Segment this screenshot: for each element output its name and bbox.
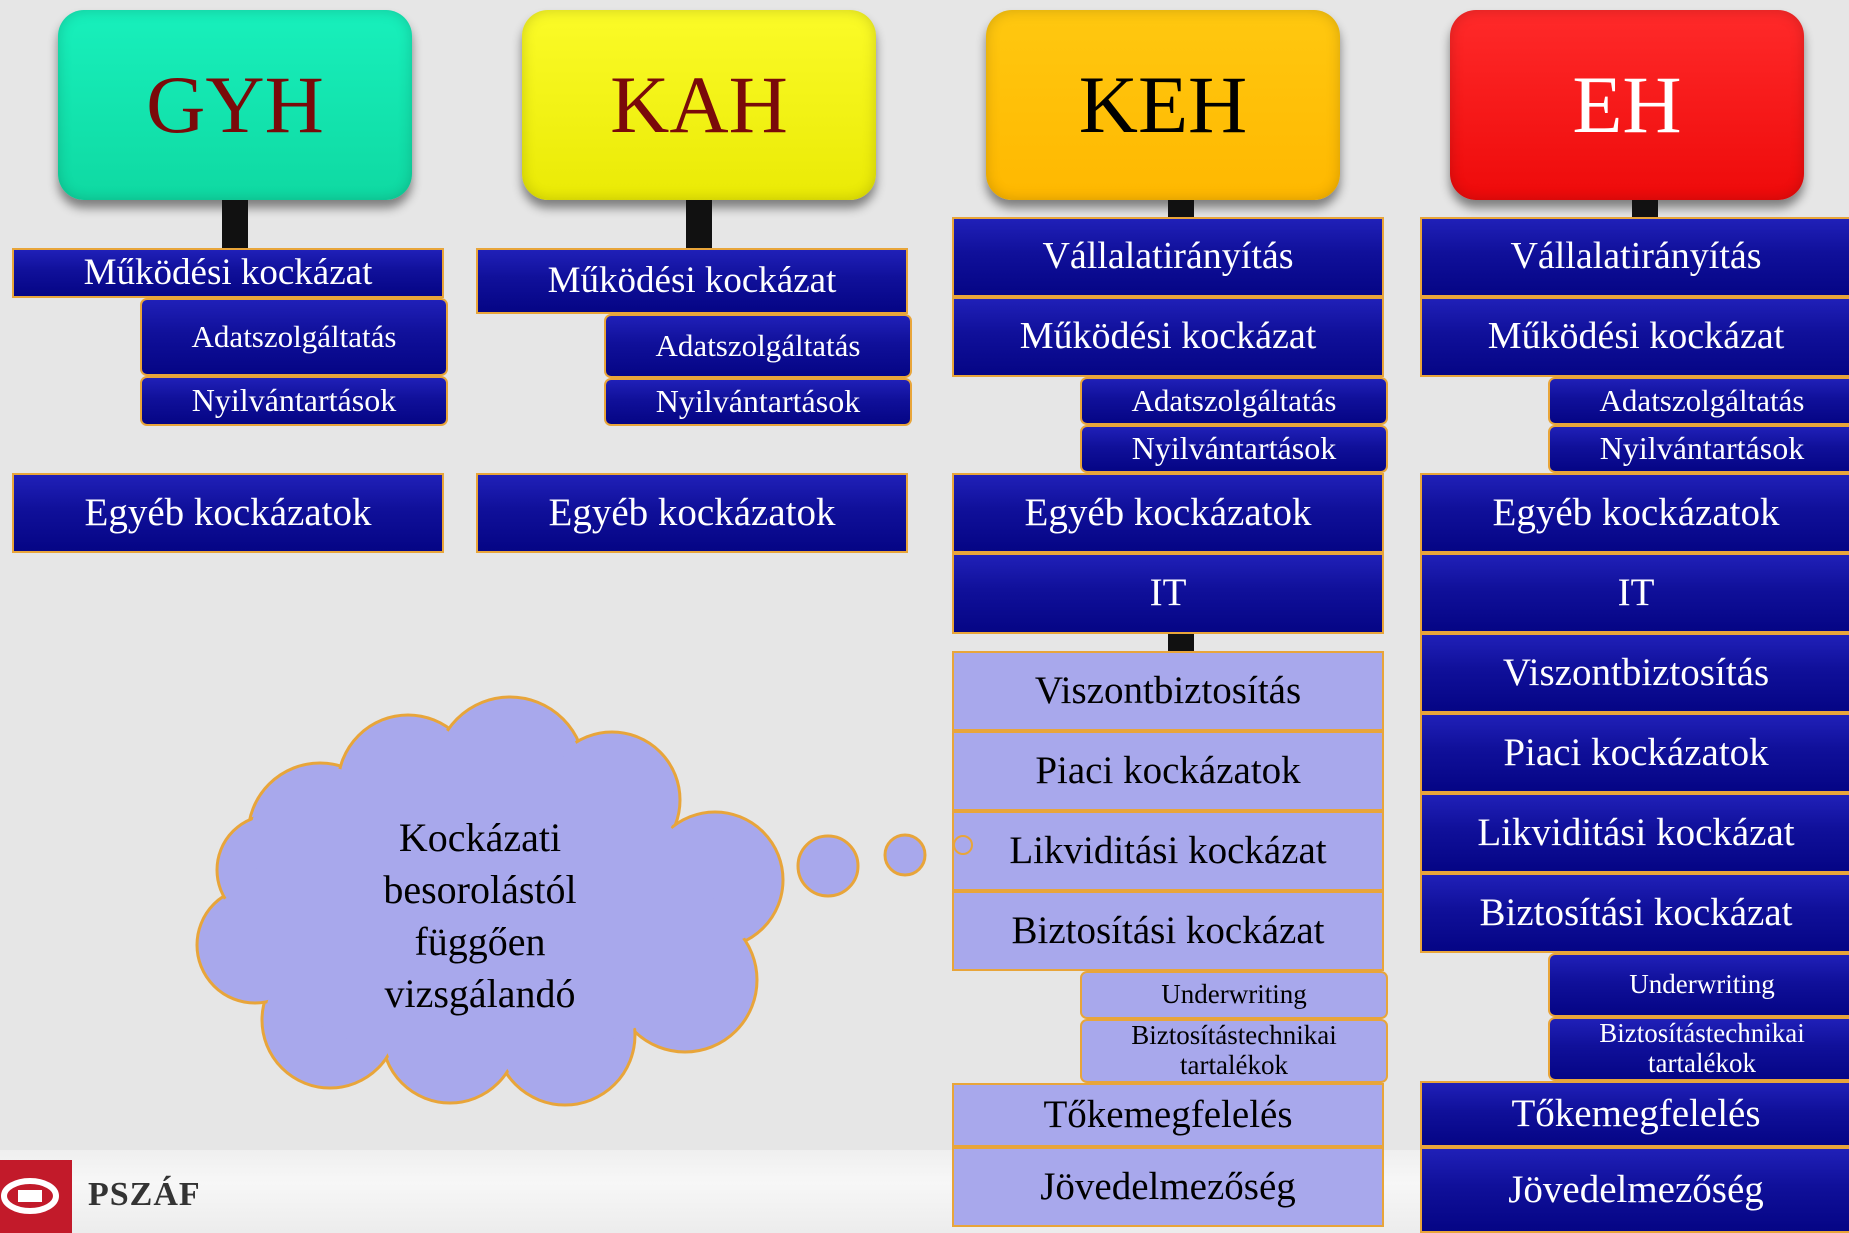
keh-it: IT bbox=[952, 553, 1384, 634]
eh-technical-reserves: Biztosítástechnikai tartalékok bbox=[1548, 1017, 1849, 1081]
connector-eh bbox=[1632, 200, 1658, 217]
eh-operational-risk: Működési kockázat bbox=[1420, 297, 1849, 377]
connector-keh bbox=[1168, 200, 1194, 217]
gyh-records: Nyilvántartások bbox=[140, 376, 448, 426]
connector-keh-conditional bbox=[1168, 634, 1194, 651]
connector-kah bbox=[686, 200, 712, 250]
keh-profitability: Jövedelmezőség bbox=[952, 1147, 1384, 1227]
cloud-line-2: besorolástól bbox=[383, 867, 577, 912]
keh-insurance-risk: Biztosítási kockázat bbox=[952, 891, 1384, 971]
header-gyh: GYH bbox=[58, 10, 412, 200]
keh-liquidity-risk: Likviditási kockázat bbox=[952, 811, 1384, 891]
keh-records: Nyilvántartások bbox=[1080, 425, 1388, 473]
eh-reinsurance: Viszontbiztosítás bbox=[1420, 633, 1849, 713]
eh-corporate-governance: Vállalatirányítás bbox=[1420, 217, 1849, 297]
header-eh-label: EH bbox=[1572, 59, 1682, 150]
header-kah-label: KAH bbox=[610, 59, 788, 150]
header-keh: KEH bbox=[986, 10, 1340, 200]
header-keh-label: KEH bbox=[1078, 59, 1248, 150]
keh-market-risks: Piaci kockázatok bbox=[952, 731, 1384, 811]
keh-operational-risk: Működési kockázat bbox=[952, 297, 1384, 377]
keh-underwriting: Underwriting bbox=[1080, 971, 1388, 1019]
header-eh: EH bbox=[1450, 10, 1804, 200]
header-kah: KAH bbox=[522, 10, 876, 200]
eh-data-reporting: Adatszolgáltatás bbox=[1548, 377, 1849, 425]
thought-bubble-medium bbox=[883, 833, 927, 877]
eh-market-risks: Piaci kockázatok bbox=[1420, 713, 1849, 793]
eh-other-risks: Egyéb kockázatok bbox=[1420, 473, 1849, 553]
kah-data-reporting: Adatszolgáltatás bbox=[604, 314, 912, 378]
cloud-line-3: függően bbox=[414, 919, 546, 964]
eh-insurance-risk: Biztosítási kockázat bbox=[1420, 873, 1849, 953]
kah-records: Nyilvántartások bbox=[604, 378, 912, 426]
connector-gyh bbox=[222, 200, 248, 250]
gyh-data-reporting: Adatszolgáltatás bbox=[140, 298, 448, 376]
thought-bubble-small bbox=[953, 835, 973, 855]
keh-corporate-governance: Vállalatirányítás bbox=[952, 217, 1384, 297]
gyh-other-risks: Egyéb kockázatok bbox=[12, 473, 444, 553]
eh-it: IT bbox=[1420, 553, 1849, 633]
header-gyh-label: GYH bbox=[146, 59, 324, 150]
eh-profitability: Jövedelmezőség bbox=[1420, 1147, 1849, 1233]
cloud-text: Kockázati besorolástól függően vizsgálan… bbox=[340, 812, 620, 1020]
thought-bubble-large bbox=[796, 834, 860, 898]
keh-capital-adequacy: Tőkemegfelelés bbox=[952, 1083, 1384, 1147]
keh-other-risks: Egyéb kockázatok bbox=[952, 473, 1384, 553]
eh-capital-adequacy: Tőkemegfelelés bbox=[1420, 1081, 1849, 1147]
eh-underwriting: Underwriting bbox=[1548, 953, 1849, 1017]
eh-liquidity-risk: Likviditási kockázat bbox=[1420, 793, 1849, 873]
gyh-operational-risk: Működési kockázat bbox=[12, 248, 444, 298]
keh-data-reporting: Adatszolgáltatás bbox=[1080, 377, 1388, 425]
kah-operational-risk: Működési kockázat bbox=[476, 248, 908, 314]
pszaf-logo-icon bbox=[0, 1160, 72, 1233]
keh-reinsurance: Viszontbiztosítás bbox=[952, 651, 1384, 731]
kah-other-risks: Egyéb kockázatok bbox=[476, 473, 908, 553]
cloud-line-1: Kockázati bbox=[398, 815, 562, 860]
pszaf-logo-text: PSZÁF bbox=[88, 1176, 201, 1213]
keh-technical-reserves: Biztosítástechnikai tartalékok bbox=[1080, 1019, 1388, 1083]
eh-records: Nyilvántartások bbox=[1548, 425, 1849, 473]
cloud-line-4: vizsgálandó bbox=[384, 971, 576, 1016]
